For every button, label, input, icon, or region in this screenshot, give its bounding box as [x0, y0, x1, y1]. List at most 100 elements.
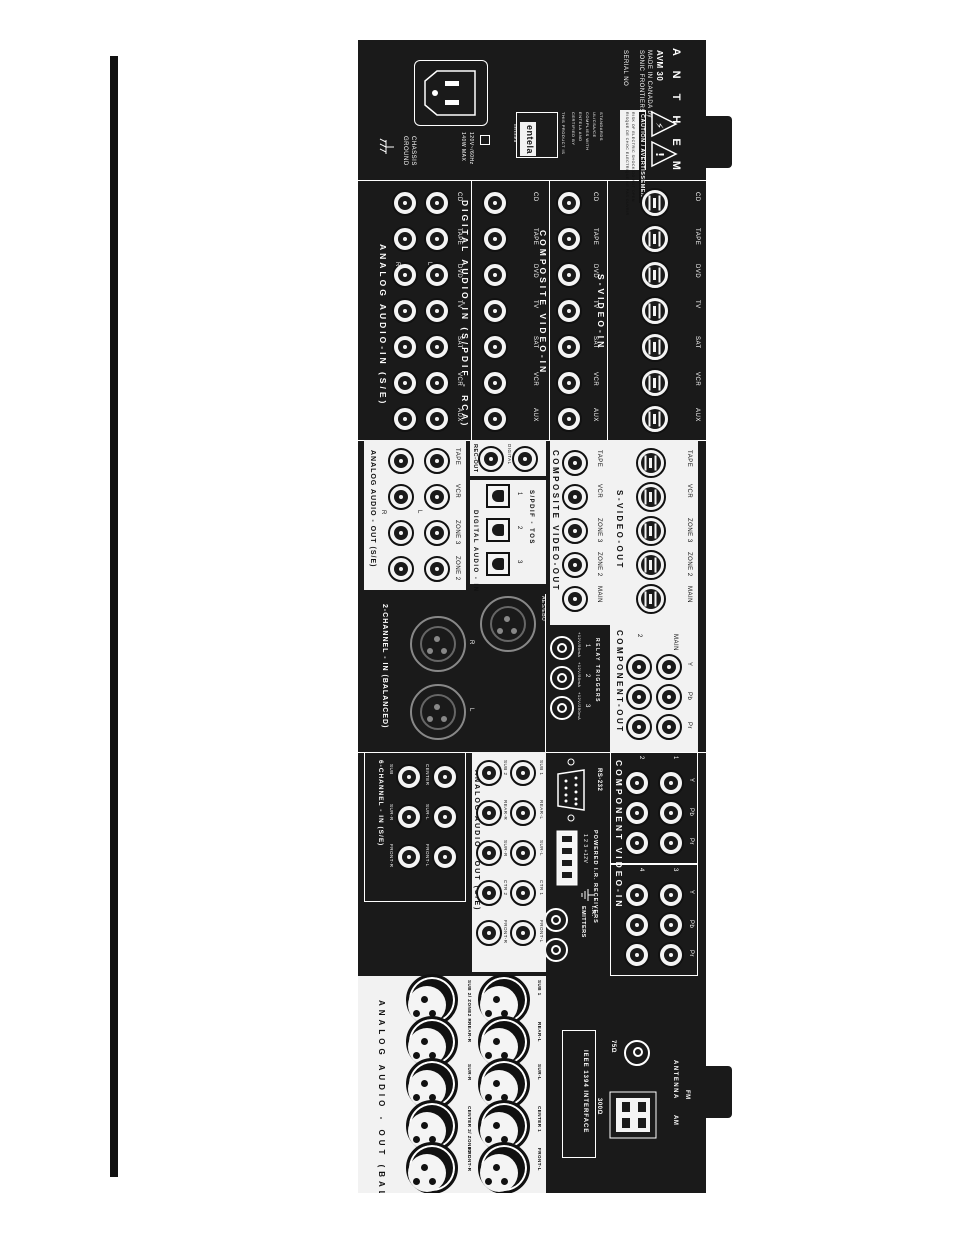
- analog-in-cd-l-jack[interactable]: [424, 190, 450, 216]
- toslink-2-jack[interactable]: [486, 518, 510, 542]
- ieee-1394-interface[interactable]: [562, 1030, 596, 1158]
- composite-out-vcr-jack[interactable]: [562, 484, 588, 510]
- analog-out-lower-zone-2-r-jack[interactable]: [388, 556, 414, 582]
- svideo-out-vcr-jack[interactable]: [636, 482, 666, 512]
- svideo-in-aux-jack[interactable]: [640, 404, 670, 434]
- ir-emitter-1-jack[interactable]: [544, 908, 568, 932]
- composite-in-cd-jack[interactable]: [556, 190, 582, 216]
- analog-in-vcr-l-jack[interactable]: [424, 370, 450, 396]
- analog-out-upper-sub-1-jack[interactable]: [510, 760, 536, 786]
- analog-out-upper-front-l-jack[interactable]: [510, 920, 536, 946]
- six-channel-sub-jack[interactable]: [396, 764, 422, 790]
- analog-out-lower-tape-r-jack[interactable]: [388, 448, 414, 474]
- component-in-4-pr-jack[interactable]: [624, 942, 650, 968]
- analog-in-cd-r-jack[interactable]: [392, 190, 418, 216]
- six-channel-front-l-jack[interactable]: [432, 844, 458, 870]
- component-in-2-pr-jack[interactable]: [624, 830, 650, 856]
- toslink-1-jack[interactable]: [486, 484, 510, 508]
- composite-out-main-jack[interactable]: [562, 586, 588, 612]
- analog-in-sat-l-jack[interactable]: [424, 334, 450, 360]
- component-out-2-pr-jack[interactable]: [626, 714, 652, 740]
- balanced-out-front-l-jack[interactable]: [478, 1142, 530, 1193]
- relay-trigger-2-jack[interactable]: [550, 666, 574, 690]
- component-in-3-pr-jack[interactable]: [658, 942, 684, 968]
- ir-emitter-2-jack[interactable]: [544, 938, 568, 962]
- rec-out-digital-2-jack[interactable]: [478, 446, 504, 472]
- composite-out-tape-jack[interactable]: [562, 450, 588, 476]
- component-in-1-pb-jack[interactable]: [658, 800, 684, 826]
- component-in-1-y-jack[interactable]: [658, 770, 684, 796]
- analog-in-sat-r-jack[interactable]: [392, 334, 418, 360]
- svideo-out-tape-jack[interactable]: [636, 448, 666, 478]
- analog-out-upper-rear-l-jack[interactable]: [510, 800, 536, 826]
- component-out-main-pb-jack[interactable]: [656, 684, 682, 710]
- am-antenna-terminal[interactable]: [608, 1090, 658, 1140]
- svideo-in-dvd-jack[interactable]: [640, 260, 670, 290]
- svideo-out-main-jack[interactable]: [636, 584, 666, 614]
- component-out-main-pr-jack[interactable]: [656, 714, 682, 740]
- analog-in-tv-r-jack[interactable]: [392, 298, 418, 324]
- svideo-in-cd-jack[interactable]: [640, 188, 670, 218]
- composite-in-tv-jack[interactable]: [556, 298, 582, 324]
- composite-in-dvd-jack[interactable]: [556, 262, 582, 288]
- digital-in-dvd-jack[interactable]: [482, 262, 508, 288]
- analog-out-upper-sub-2-jack[interactable]: [476, 760, 502, 786]
- analog-in-aux-r-jack[interactable]: [392, 406, 418, 432]
- analog-in-tv-l-jack[interactable]: [424, 298, 450, 324]
- composite-in-tape-jack[interactable]: [556, 226, 582, 252]
- analog-in-vcr-r-jack[interactable]: [392, 370, 418, 396]
- component-out-2-y-jack[interactable]: [626, 654, 652, 680]
- analog-out-upper-ctr-2-jack[interactable]: [476, 880, 502, 906]
- digital-in-vcr-jack[interactable]: [482, 370, 508, 396]
- relay-trigger-1-jack[interactable]: [550, 636, 574, 660]
- composite-in-vcr-jack[interactable]: [556, 370, 582, 396]
- digital-in-aux-jack[interactable]: [482, 406, 508, 432]
- analog-out-upper-front-r-jack[interactable]: [476, 920, 502, 946]
- component-in-3-pb-jack[interactable]: [658, 912, 684, 938]
- balanced-out-front-r-jack[interactable]: [406, 1142, 458, 1193]
- analog-out-upper-sur-r-jack[interactable]: [476, 840, 502, 866]
- six-channel-sur-r-jack[interactable]: [396, 804, 422, 830]
- digital-in-tv-jack[interactable]: [482, 298, 508, 324]
- analog-in-tape-r-jack[interactable]: [392, 226, 418, 252]
- svideo-out-zone-3-jack[interactable]: [636, 516, 666, 546]
- component-in-1-pr-jack[interactable]: [658, 830, 684, 856]
- component-in-4-pb-jack[interactable]: [624, 912, 650, 938]
- analog-out-upper-sur-l-jack[interactable]: [510, 840, 536, 866]
- component-out-2-pb-jack[interactable]: [626, 684, 652, 710]
- analog-in-tape-l-jack[interactable]: [424, 226, 450, 252]
- ir-receiver-terminal[interactable]: [554, 830, 578, 886]
- six-channel-center-jack[interactable]: [432, 764, 458, 790]
- component-in-2-pb-jack[interactable]: [624, 800, 650, 826]
- digital-in-sat-jack[interactable]: [482, 334, 508, 360]
- component-in-4-y-jack[interactable]: [624, 882, 650, 908]
- two-channel-r-jack[interactable]: [410, 616, 466, 672]
- two-channel-l-jack[interactable]: [410, 684, 466, 740]
- composite-in-sat-jack[interactable]: [556, 334, 582, 360]
- analog-out-upper-ctr-1-jack[interactable]: [510, 880, 536, 906]
- analog-out-lower-tape-l-jack[interactable]: [424, 448, 450, 474]
- composite-in-aux-jack[interactable]: [556, 406, 582, 432]
- component-out-main-y-jack[interactable]: [656, 654, 682, 680]
- analog-in-aux-l-jack[interactable]: [424, 406, 450, 432]
- power-inlet[interactable]: [414, 60, 488, 126]
- six-channel-front-r-jack[interactable]: [396, 844, 422, 870]
- component-in-2-y-jack[interactable]: [624, 770, 650, 796]
- composite-out-zone-2-jack[interactable]: [562, 552, 588, 578]
- digital-in-tape-jack[interactable]: [482, 226, 508, 252]
- svideo-in-sat-jack[interactable]: [640, 332, 670, 362]
- analog-out-upper-rear-r-jack[interactable]: [476, 800, 502, 826]
- rec-out-digital-1-jack[interactable]: [512, 446, 538, 472]
- component-in-3-y-jack[interactable]: [658, 882, 684, 908]
- analog-out-lower-zone-3-r-jack[interactable]: [388, 520, 414, 546]
- toslink-3-jack[interactable]: [486, 552, 510, 576]
- analog-out-lower-zone-3-l-jack[interactable]: [424, 520, 450, 546]
- relay-trigger-3-jack[interactable]: [550, 696, 574, 720]
- fm-antenna-jack[interactable]: [624, 1040, 650, 1066]
- analog-out-lower-vcr-l-jack[interactable]: [424, 484, 450, 510]
- svideo-out-zone-2-jack[interactable]: [636, 550, 666, 580]
- composite-out-zone-3-jack[interactable]: [562, 518, 588, 544]
- analog-out-lower-vcr-r-jack[interactable]: [388, 484, 414, 510]
- six-channel-sur-l-jack[interactable]: [432, 804, 458, 830]
- digital-in-cd-jack[interactable]: [482, 190, 508, 216]
